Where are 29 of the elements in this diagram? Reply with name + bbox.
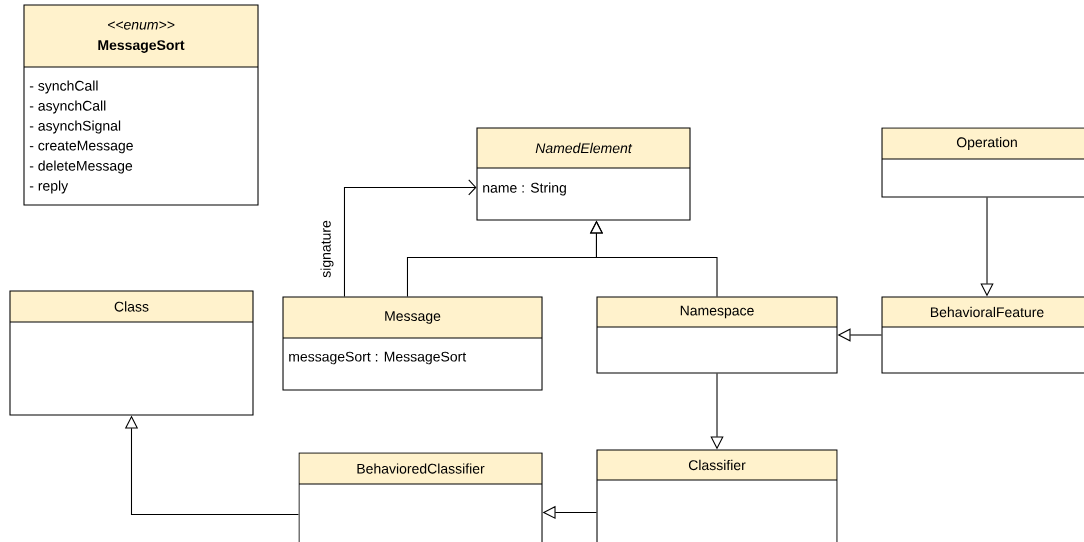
edge-label: signature — [319, 218, 335, 280]
attribute-text: - deleteMessage — [29, 160, 133, 174]
class-box — [476, 127, 691, 221]
attribute-text: - asynchSignal — [29, 120, 121, 134]
class-name: Classifier — [688, 459, 746, 471]
attribute-text: - createMessage — [29, 140, 133, 154]
class-box — [282, 296, 543, 391]
class-name: BehavioredClassifier — [357, 463, 485, 474]
attribute-text: - asynchCall — [29, 100, 106, 114]
class-box — [881, 127, 1084, 198]
stereotype-label: <<enum>> — [108, 21, 175, 30]
class-box — [298, 452, 543, 542]
association-arrow — [343, 179, 477, 297]
class-box — [596, 296, 838, 374]
class-name: Namespace — [680, 305, 754, 319]
class-box — [9, 290, 254, 416]
class-name: Message — [385, 311, 441, 324]
attribute-text: - synchCall — [29, 80, 98, 94]
class-name: BehavioralFeature — [930, 306, 1044, 318]
attribute-text: - reply — [29, 180, 69, 194]
class-name: NamedElement — [535, 142, 633, 154]
class-name: Class — [114, 301, 149, 312]
class-box — [596, 449, 838, 542]
class-name: MessageSort — [98, 40, 185, 53]
class-box — [881, 296, 1084, 374]
class-name: Operation — [956, 136, 1017, 150]
class-box — [23, 4, 259, 206]
attribute-text: messageSort : MessageSort — [289, 351, 467, 365]
attribute-text: name : String — [483, 182, 566, 196]
